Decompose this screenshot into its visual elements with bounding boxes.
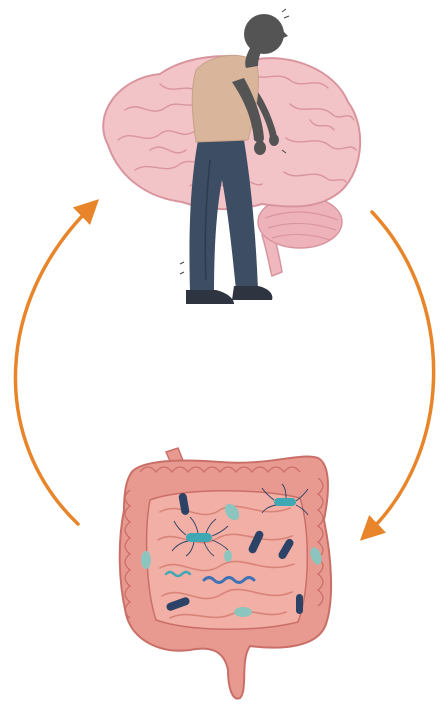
cocci-bacterium-icon [141,551,151,569]
arrow-brain-to-gut [367,212,434,534]
cocci-bacterium-icon [234,607,252,617]
cocci-bacterium-icon [224,550,232,562]
arrow-gut-to-brain [15,206,92,524]
rod-bacterium-icon [296,594,303,614]
intestines-icon [120,448,331,699]
